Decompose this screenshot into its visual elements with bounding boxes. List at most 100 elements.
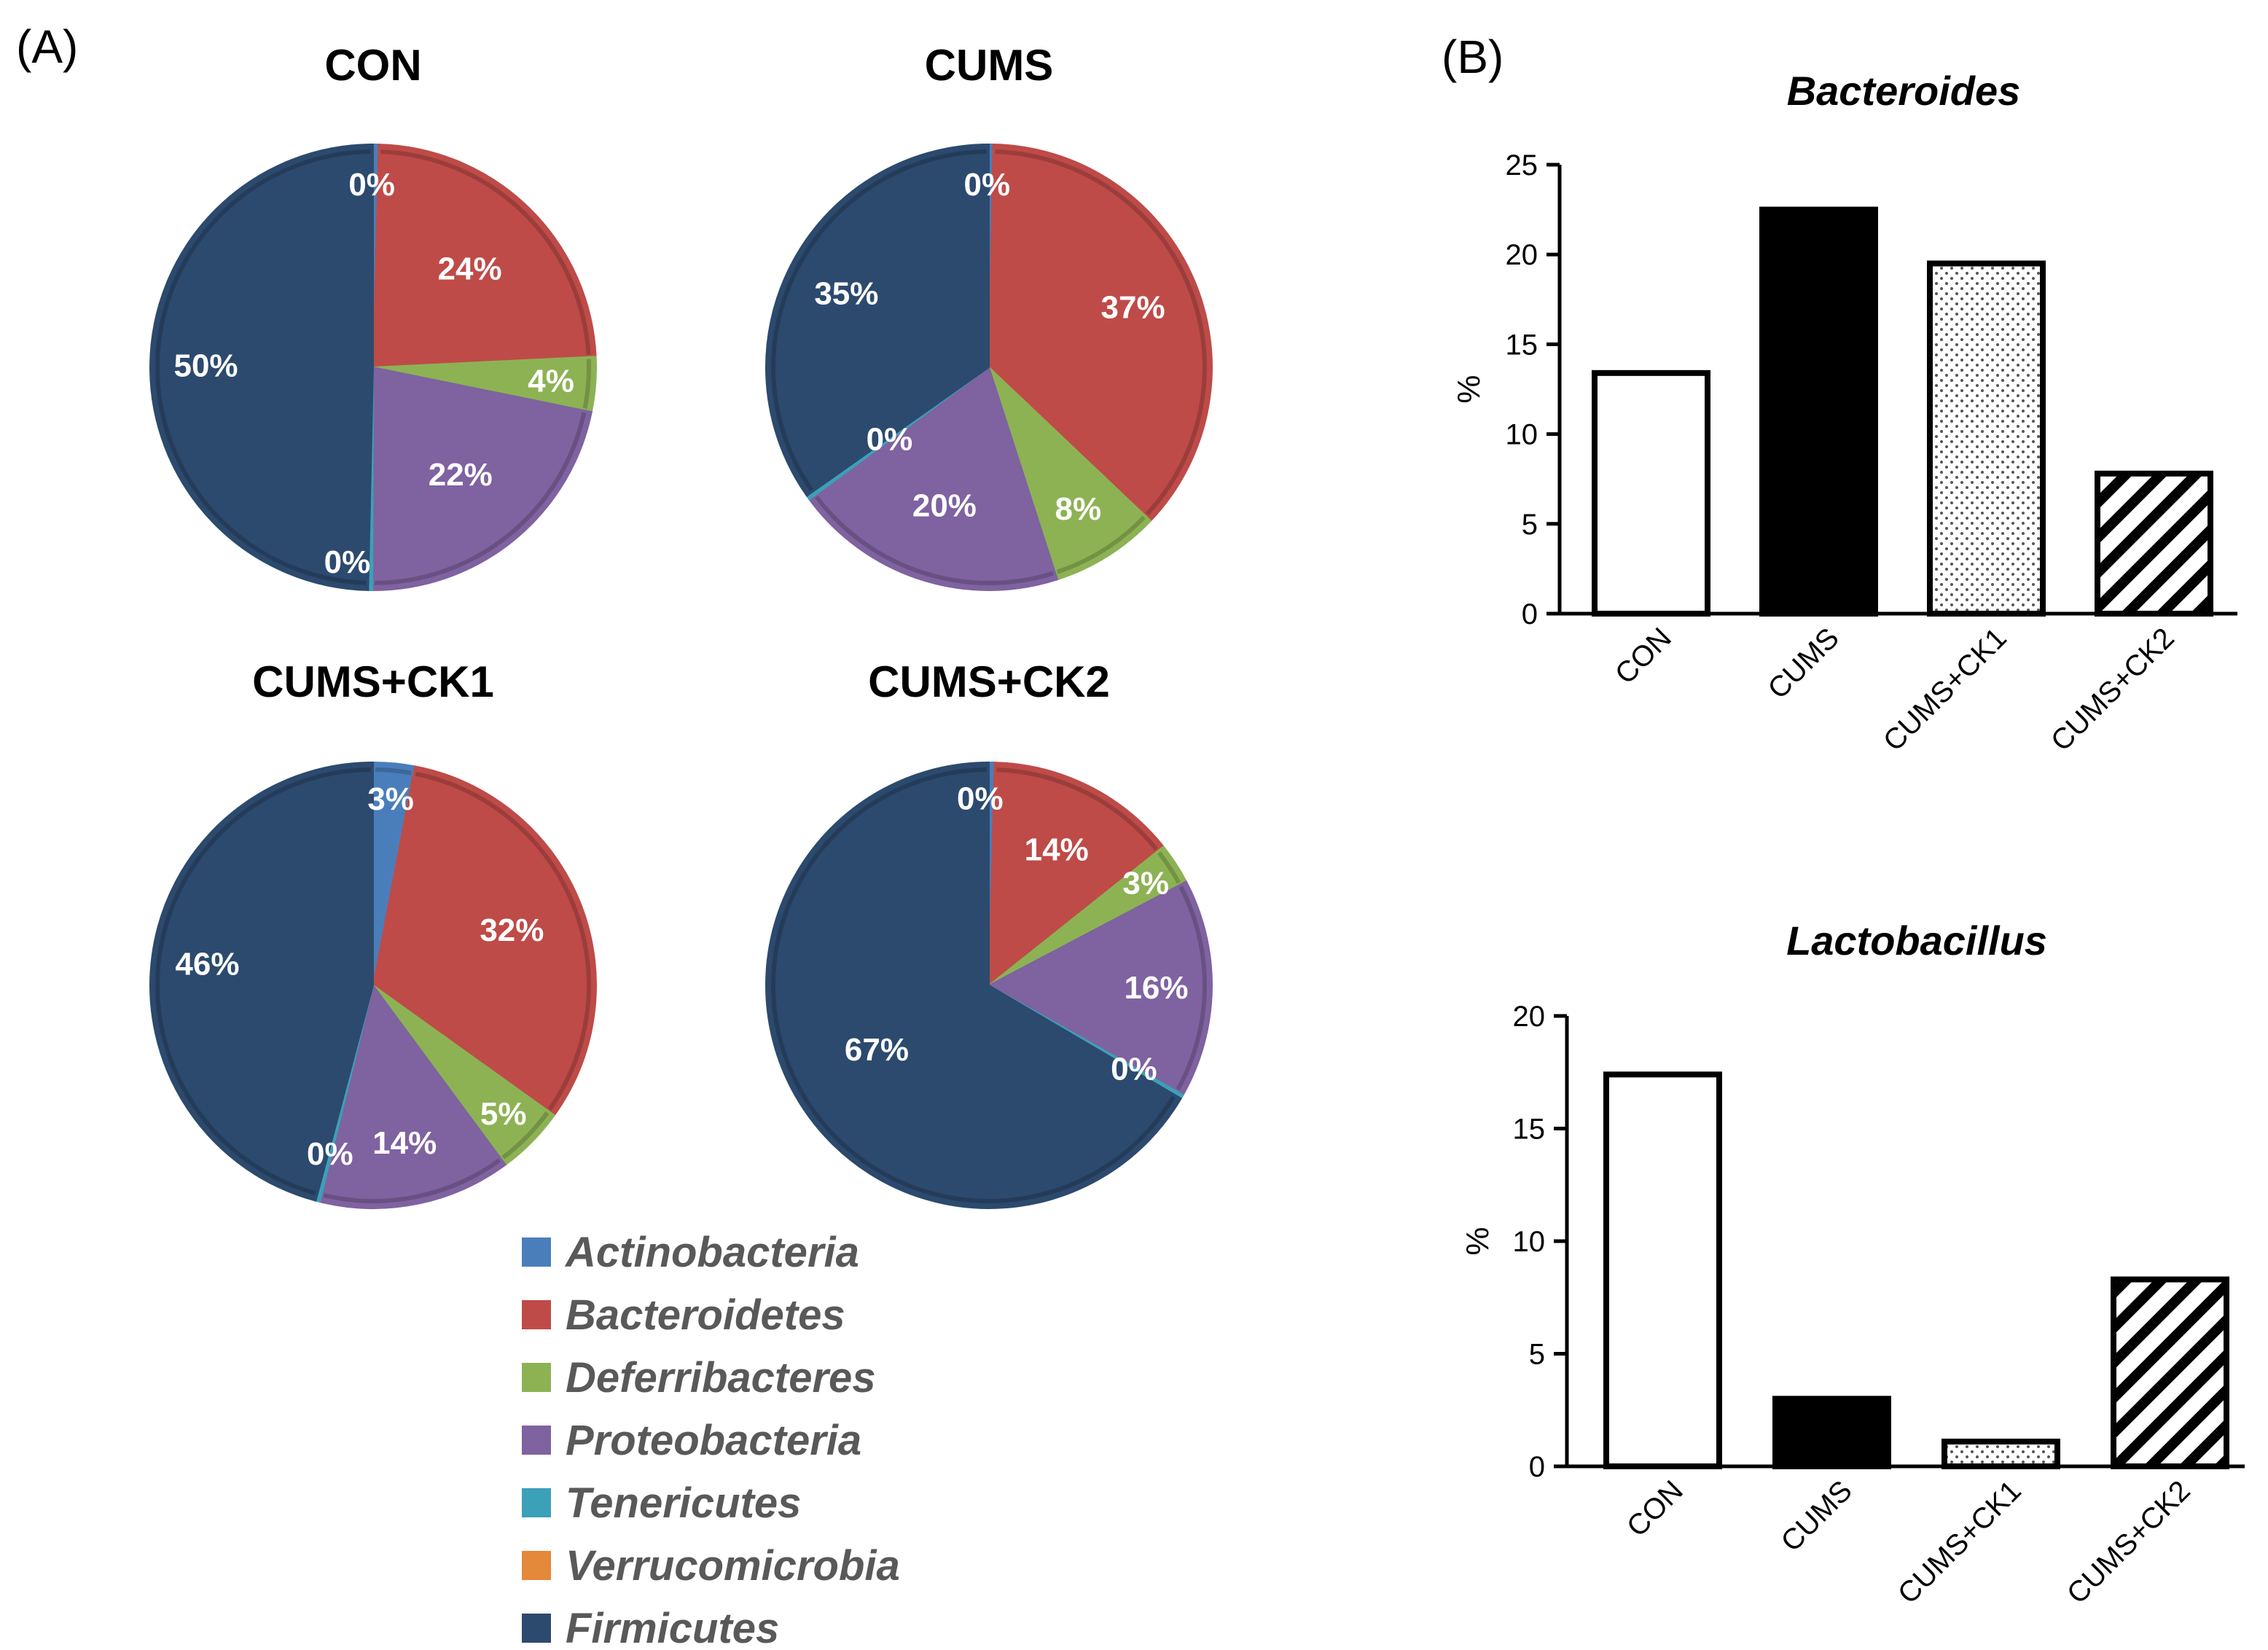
legend-label-actinobacteria: Actinobacteria <box>564 1229 859 1276</box>
bar-chart-title: Lactobacillus <box>1786 918 2047 963</box>
pie-slice-bacteroidetes <box>372 144 597 369</box>
pie-title: CUMS+CK2 <box>868 657 1110 706</box>
bar-cums <box>1772 1396 1891 1470</box>
pie-data-label: 0% <box>964 167 1011 203</box>
legend-swatch-bacteroidetes <box>522 1300 551 1329</box>
pie-slice-bevel <box>415 771 591 1111</box>
pie-slice-bevel <box>155 149 372 585</box>
pie-data-label: 50% <box>173 348 238 383</box>
pie-data-label: 0% <box>1111 1052 1157 1087</box>
pie-data-label: 16% <box>1124 970 1188 1006</box>
pie-slice-bevel <box>1056 515 1146 574</box>
pie-slice-bevel <box>375 767 412 775</box>
pie-data-label: 67% <box>845 1032 909 1068</box>
legend-swatch-actinobacteria <box>522 1238 551 1267</box>
pie-data-label: 32% <box>480 912 544 948</box>
pie-slice-firmicutes <box>765 143 990 497</box>
legend-swatch-verrucomicrobia <box>522 1551 551 1580</box>
pie-data-label: 0% <box>324 544 371 580</box>
pie-data-label: 5% <box>480 1096 527 1132</box>
pie-title: CON <box>324 41 421 90</box>
pie-slice-firmicutes <box>765 761 1183 1209</box>
pie-data-label: 4% <box>528 364 574 399</box>
panel-label-a: (A) <box>16 20 78 73</box>
x-category-label: CUMS+CK2 <box>2045 622 2181 757</box>
pie-data-label: 14% <box>1025 832 1089 868</box>
pie-slice-bevel <box>995 149 1207 516</box>
pie-slice-bevel <box>323 1158 501 1203</box>
x-category-label: CON <box>1621 1474 1689 1543</box>
bar-cums-ck2 <box>2111 1276 2229 1470</box>
bar-con <box>1603 1071 1722 1469</box>
legend-label-verrucomicrobia: Verrucomicrobia <box>566 1542 900 1590</box>
pie-slice-proteobacteria <box>318 983 507 1209</box>
x-category-label: CUMS <box>1775 1474 1858 1557</box>
y-tick-label: 20 <box>1506 239 1538 271</box>
pie-data-label: 3% <box>367 781 414 817</box>
panel-label-b: (B) <box>1442 31 1503 83</box>
pie-data-label: 37% <box>1101 289 1165 325</box>
y-axis-label: % <box>1451 375 1487 403</box>
pie-data-label: 24% <box>438 251 502 286</box>
y-tick-label: 15 <box>1506 329 1538 361</box>
x-category-label: CUMS+CK2 <box>2061 1474 2197 1610</box>
pie-slice-firmicutes <box>149 761 374 1202</box>
y-tick-label: 25 <box>1506 149 1538 181</box>
legend-label-proteobacteria: Proteobacteria <box>566 1417 861 1464</box>
legend-swatch-deferribacteres <box>522 1363 551 1392</box>
pie-data-label: 20% <box>912 488 977 523</box>
y-axis-label: % <box>1460 1227 1495 1255</box>
bar-chart-title: Bacteroides <box>1787 68 2021 114</box>
legend-label-bacteroidetes: Bacteroidetes <box>566 1291 845 1339</box>
bar-cums-ck1 <box>1927 260 2046 617</box>
pie-chart-cums-ck1: CUMS+CK1 3% 32% 5% 14% 0% 46% <box>149 657 597 1209</box>
pie-slice-proteobacteria <box>987 880 1213 1096</box>
pie-slice-bevel <box>771 767 1176 1203</box>
y-tick-label: 5 <box>1522 509 1538 541</box>
pie-slice-bevel <box>771 149 988 492</box>
y-tick-label: 15 <box>1513 1114 1546 1146</box>
legend-swatch-tenericutes <box>522 1488 551 1517</box>
pie-data-label: 0% <box>348 167 395 203</box>
x-category-label: CUMS+CK1 <box>1892 1474 2027 1610</box>
legend-swatch-firmicutes <box>522 1614 551 1643</box>
pie-slice-deferribacteres <box>988 367 1152 581</box>
pie-data-label: 0% <box>957 781 1004 816</box>
pie-slice-bevel <box>996 767 1159 851</box>
pie-data-label: 8% <box>1055 491 1102 527</box>
pie-slice-bevel <box>1157 851 1181 884</box>
bar-cums <box>1759 206 1878 617</box>
y-tick-label: 10 <box>1513 1226 1546 1258</box>
pie-data-label: 0% <box>867 421 913 457</box>
pie-title: CUMS+CK1 <box>252 657 494 706</box>
pie-slice-proteobacteria <box>808 366 1059 591</box>
pie-data-label: 0% <box>307 1136 353 1172</box>
y-tick-label: 0 <box>1529 1451 1545 1483</box>
pie-data-label: 14% <box>372 1125 437 1161</box>
pie-slice-bacteroidetes <box>988 144 1213 522</box>
pie-slice-bevel <box>375 412 587 585</box>
legend-swatch-proteobacteria <box>522 1426 551 1455</box>
x-category-label: CUMS <box>1761 622 1845 705</box>
pie-data-label: 3% <box>1122 865 1169 901</box>
pie-slice-bevel <box>582 359 591 409</box>
legend-label-deferribacteres: Deferribacteres <box>566 1354 876 1401</box>
x-category-label: CON <box>1609 622 1678 690</box>
pie-slice-bacteroidetes <box>372 765 597 1117</box>
pie-data-label: 46% <box>175 946 239 982</box>
legend-label-tenericutes: Tenericutes <box>566 1479 801 1527</box>
pie-slice-bevel <box>1176 885 1207 1091</box>
legend-label-firmicutes: Firmicutes <box>566 1605 779 1650</box>
y-tick-label: 0 <box>1522 598 1538 630</box>
pie-slice-bevel <box>501 1111 550 1160</box>
y-tick-label: 10 <box>1506 419 1538 451</box>
pie-title: CUMS <box>925 41 1054 90</box>
bar-cums-ck1 <box>1942 1439 2060 1470</box>
pie-slice-bevel <box>380 149 591 355</box>
y-tick-label: 5 <box>1529 1339 1545 1371</box>
